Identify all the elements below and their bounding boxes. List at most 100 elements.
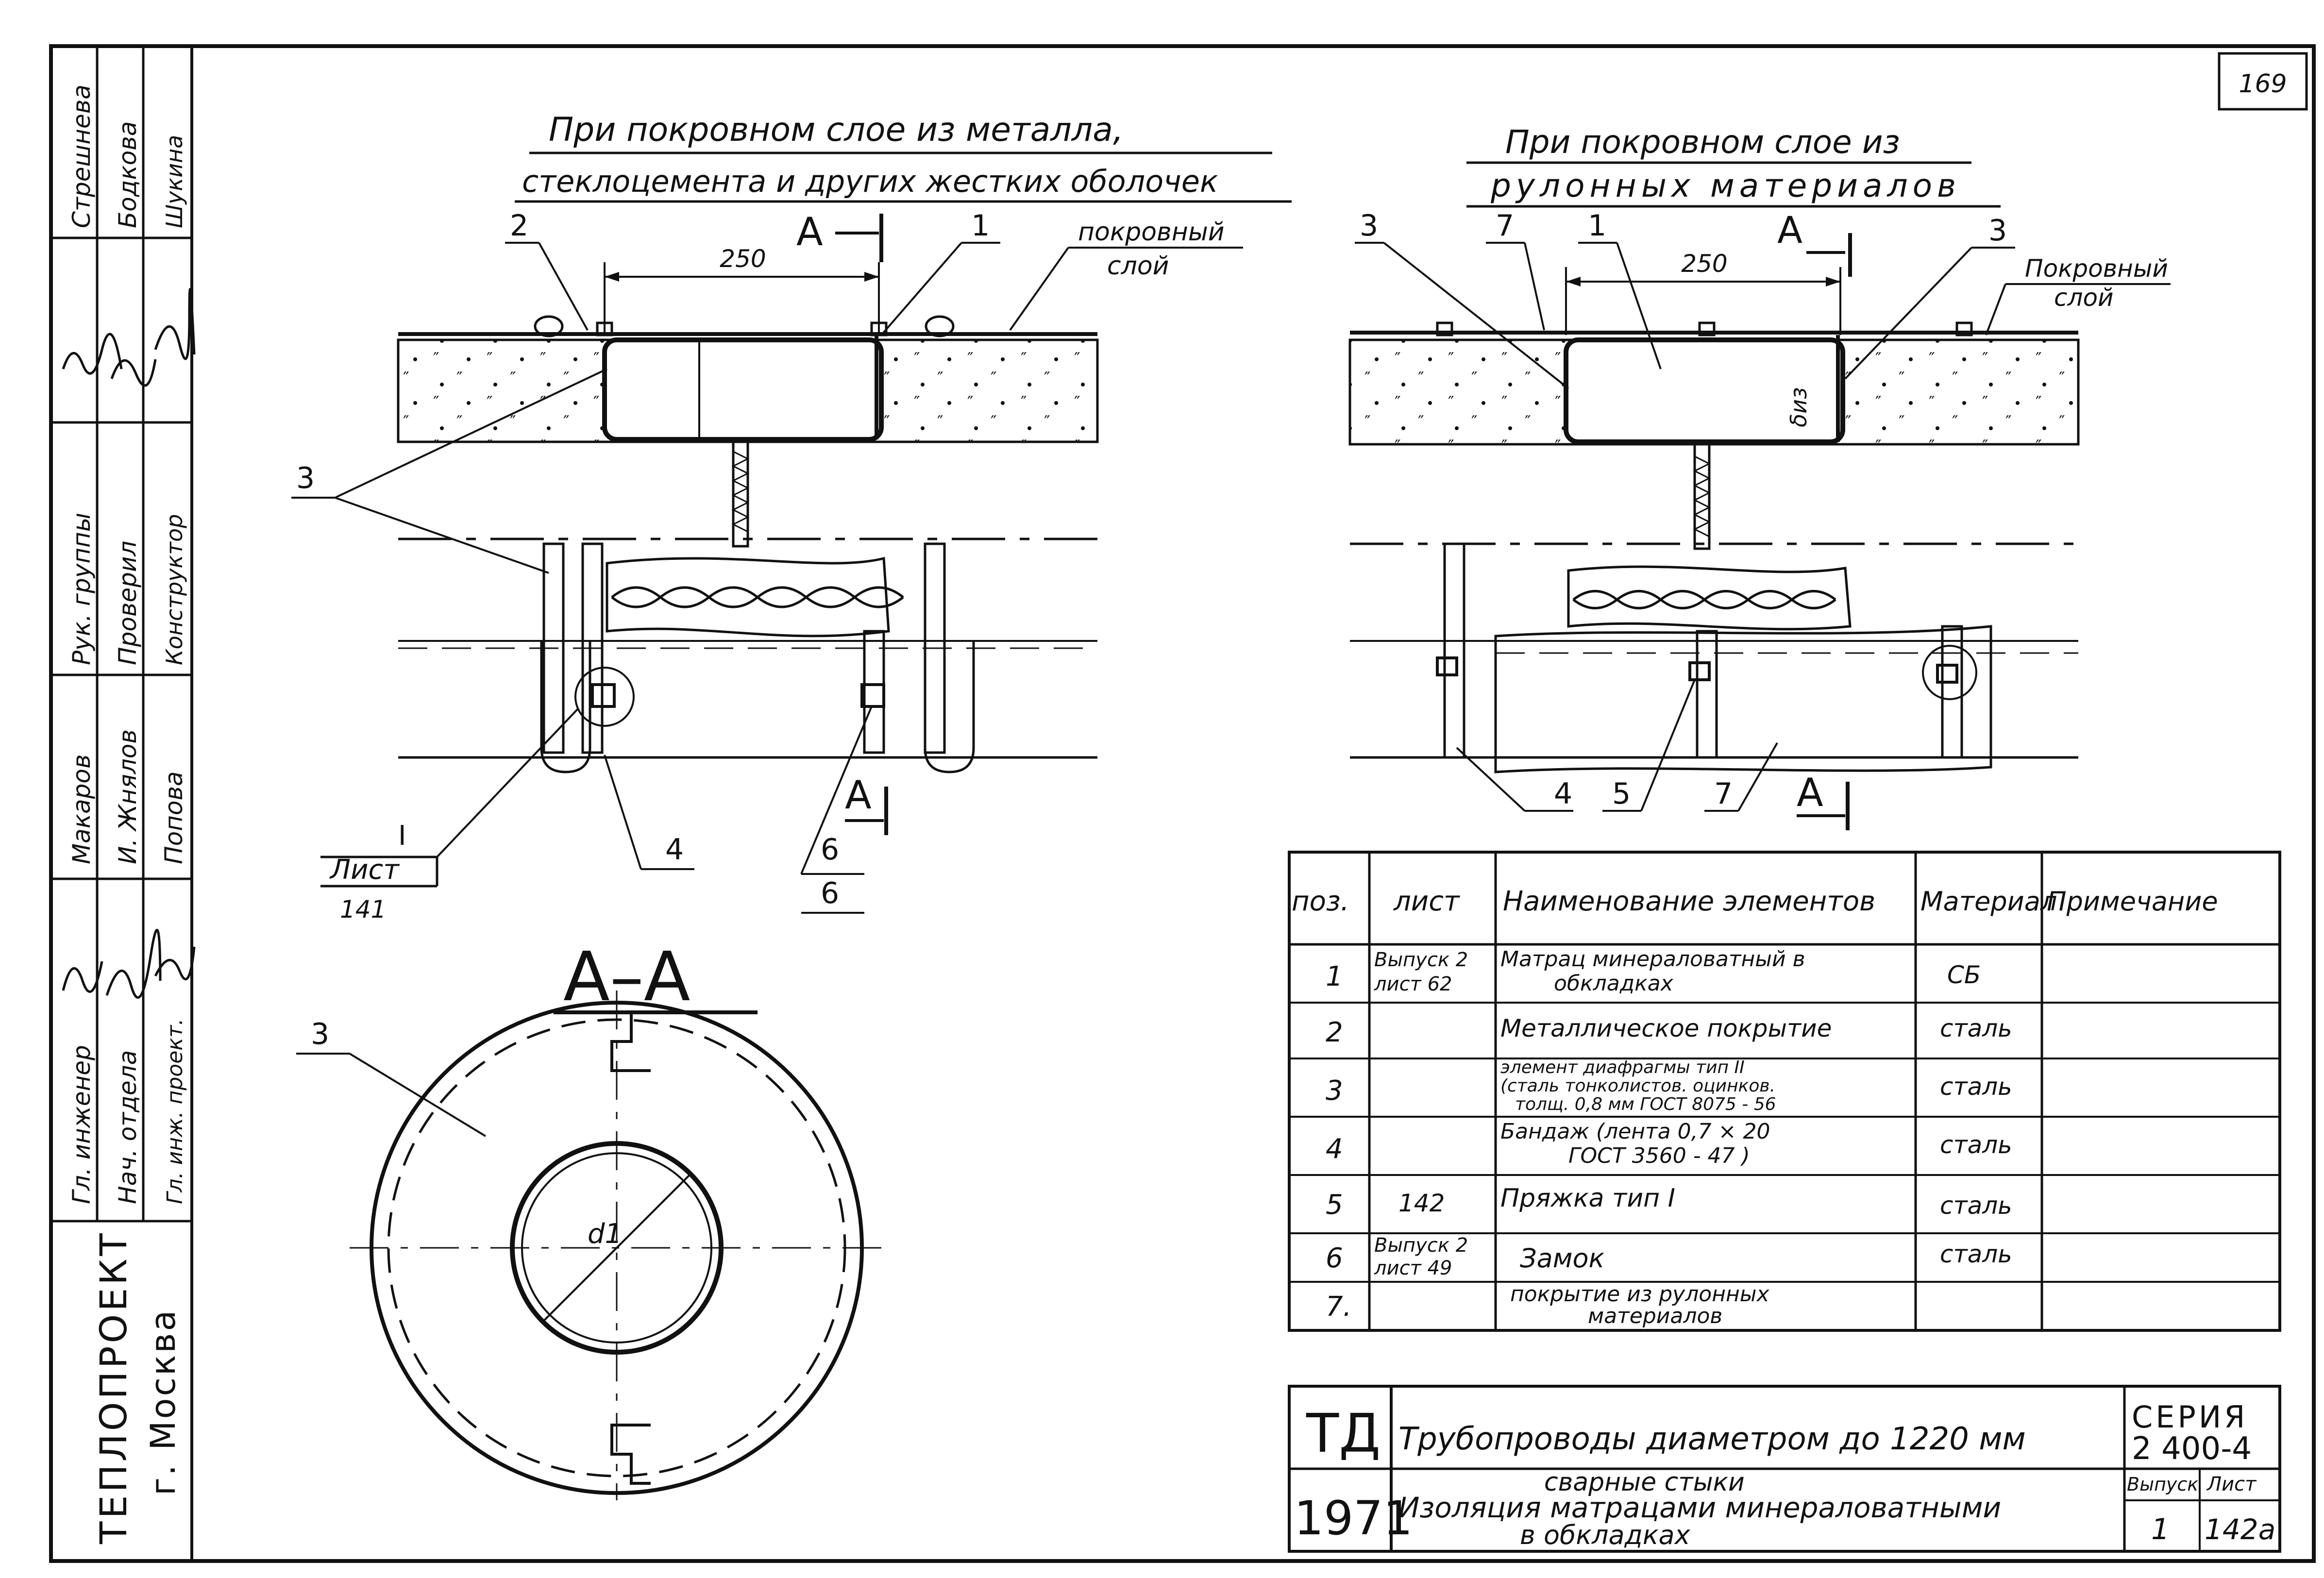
issue-value: 1 xyxy=(2151,1512,2170,1546)
cover-label-1: покровный xyxy=(1078,218,1225,247)
bandage-right-3 xyxy=(1941,625,1963,759)
roll-cover-right xyxy=(1494,625,1992,773)
left-view: При покровном слое из металла, стеклоцем… xyxy=(291,111,1292,923)
svg-text:Матрац минераловатный в: Матрац минераловатный в xyxy=(1500,947,1805,972)
svg-text:Металлическое покрытие: Металлическое покрытие xyxy=(1500,1014,1832,1042)
callout-r-7: 7 xyxy=(1496,209,1514,243)
callout-6b: 6 xyxy=(821,876,839,910)
right-view-title-1: При покровном слое из xyxy=(1505,123,1900,161)
svg-text:сталь: сталь xyxy=(1940,1014,2012,1042)
callout-r-3b: 3 xyxy=(1988,214,2007,248)
name-shukina: Шукина xyxy=(161,135,187,228)
diaphragm-element-right xyxy=(1567,565,1852,631)
sheet-ref-numeral: I xyxy=(398,820,406,852)
title-line-3: Изоляция матрацами минераловатными xyxy=(1398,1491,2001,1524)
svg-text:ГОСТ 3560 - 47 ): ГОСТ 3560 - 47 ) xyxy=(1568,1143,1750,1168)
mattress-right xyxy=(1564,337,1845,444)
svg-text:материалов: материалов xyxy=(1588,1304,1722,1328)
signature-2 xyxy=(110,359,157,387)
title-year: 1971 xyxy=(1294,1491,1413,1545)
table-row: 1 Выпуск 2 лист 62 Матрац минераловатный… xyxy=(1326,947,1981,996)
col-name: Наименование элементов xyxy=(1503,886,1875,917)
table-row: 6 Выпуск 2 лист 49 Замок сталь xyxy=(1326,1234,2012,1279)
svg-text:Выпуск 2: Выпуск 2 xyxy=(1374,1234,1468,1257)
title-line-2: сварные стыки xyxy=(1544,1468,1745,1497)
sheet-label: Лист xyxy=(2206,1473,2257,1495)
svg-text:(сталь тонколистов. оцинков.: (сталь тонколистов. оцинков. xyxy=(1500,1076,1775,1096)
callout-r-5: 5 xyxy=(1612,777,1631,811)
buckle-right xyxy=(860,683,885,708)
callout-r-7b: 7 xyxy=(1714,777,1733,811)
detail-circle xyxy=(574,667,635,727)
svg-text:142: 142 xyxy=(1398,1189,1445,1217)
section-a-a: A–A d1 3 xyxy=(296,938,884,1500)
role-group-lead: Рук. группы xyxy=(67,513,96,665)
svg-text:Замок: Замок xyxy=(1520,1243,1604,1274)
title-line-4: в обкладках xyxy=(1520,1520,1691,1550)
role-checked: Проверил xyxy=(114,541,142,665)
cover-label-right-2: слой xyxy=(2054,284,2114,312)
svg-text:3: 3 xyxy=(1326,1075,1343,1107)
svg-text:Бандаж (лента 0,7 × 20: Бандаж (лента 0,7 × 20 xyxy=(1500,1119,1770,1144)
buckle-left xyxy=(591,683,616,708)
org-name: ТЕПЛОПРОЕКТ xyxy=(92,1230,135,1544)
svg-text:1: 1 xyxy=(1326,961,1343,992)
left-view-title-1: При покровном слое из металла, xyxy=(549,111,1124,149)
role-dept-head: Нач. отдела xyxy=(114,1050,142,1204)
diameter-label: d1 xyxy=(588,1218,622,1250)
svg-text:4: 4 xyxy=(1326,1133,1343,1165)
series-value: 2 400-4 xyxy=(2132,1431,2252,1467)
svg-text:Выпуск 2: Выпуск 2 xyxy=(1374,949,1468,971)
svg-text:обкладках: обкладках xyxy=(1554,971,1674,996)
role-chief-engineer: Гл. инженер xyxy=(67,1045,96,1204)
diameter-line xyxy=(543,1174,690,1322)
callout-1: 1 xyxy=(971,209,990,243)
cover-label-right-1: Покровный xyxy=(2025,254,2168,283)
table-row: 3 элемент диафрагмы тип II (сталь тонкол… xyxy=(1326,1058,2012,1114)
table-row: 5 142 Пряжка тип I сталь xyxy=(1326,1184,2012,1221)
sheet-number-box: 169 xyxy=(2218,52,2308,111)
section-mark-top-right: A xyxy=(1777,208,1802,252)
delta-label: δиз xyxy=(1785,387,1812,428)
series-label: СЕРИЯ xyxy=(2132,1399,2248,1435)
table-row: 7. покрытие из рулонных материалов xyxy=(1326,1282,1769,1328)
svg-text:7.: 7. xyxy=(1326,1291,1351,1323)
role-designer: Конструктор xyxy=(161,514,187,665)
col-material: Материал xyxy=(1920,886,2057,917)
mattress xyxy=(602,337,884,442)
bolt-right xyxy=(925,315,955,337)
svg-text:Пряжка тип I: Пряжка тип I xyxy=(1500,1184,1675,1213)
diaphragm-element xyxy=(606,556,890,638)
name-streshneva: Стрешнева xyxy=(67,84,96,228)
table-row: 2 Металлическое покрытие сталь xyxy=(1326,1014,2012,1048)
svg-text:сталь: сталь xyxy=(1940,1131,2012,1159)
callout-4: 4 xyxy=(665,833,684,867)
left-view-title-2: стеклоцемента и других жестких оболочек xyxy=(522,164,1218,199)
sheet-ref-word: Лист xyxy=(329,854,400,886)
title-block: ТД 1971 Трубопроводы диаметром до 1220 м… xyxy=(1288,1385,2281,1553)
bandage-strap-4 xyxy=(863,630,885,754)
section-mark-bottom: A xyxy=(845,772,872,818)
name-popova: Попова xyxy=(160,771,188,864)
sheet-value: 142а xyxy=(2205,1513,2275,1546)
weld-seam-right xyxy=(1693,443,1711,550)
weld-seam xyxy=(732,438,749,548)
svg-text:6: 6 xyxy=(1326,1242,1343,1274)
signature-1 xyxy=(62,333,123,375)
svg-text:сталь: сталь xyxy=(1940,1240,2012,1268)
callout-3: 3 xyxy=(296,461,315,495)
svg-text:лист 62: лист 62 xyxy=(1374,973,1452,995)
name-makarov: Макаров xyxy=(67,755,96,864)
callout-r-1: 1 xyxy=(1588,209,1606,243)
signature-5 xyxy=(105,929,162,999)
svg-text:элемент диафрагмы тип II: элемент диафрагмы тип II xyxy=(1500,1058,1745,1077)
section-mark-top: A xyxy=(796,209,823,254)
callout-r-3a: 3 xyxy=(1360,209,1378,243)
dim-250: 250 xyxy=(720,245,766,273)
right-view-title-2: рулонных материалов xyxy=(1490,167,1961,204)
bandage-right-1 xyxy=(1443,542,1465,759)
issue-label: Выпуск xyxy=(2127,1474,2198,1495)
svg-text:сталь: сталь xyxy=(1940,1192,2012,1220)
right-view: При покровном слое из рулонных материало… xyxy=(1348,123,2171,830)
